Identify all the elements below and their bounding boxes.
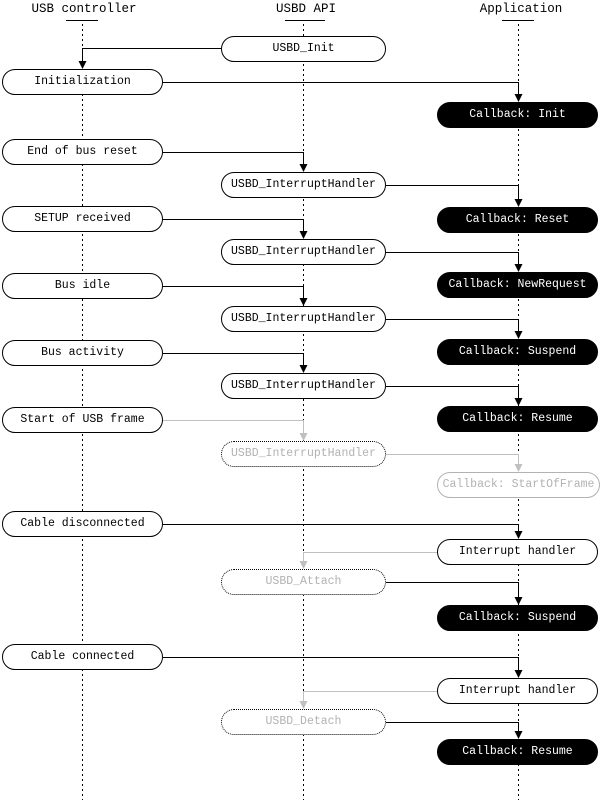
node-setup-received: SETUP received	[2, 206, 163, 232]
column-underline	[66, 20, 98, 21]
node-cable-disconnected: Cable disconnected	[2, 511, 163, 537]
node-callback-resume-1: Callback: Resume	[437, 406, 598, 432]
connector-bus-idle-to-ih3	[163, 286, 304, 299]
node-callback-suspend-2: Callback: Suspend	[437, 605, 598, 631]
node-cable-connected: Cable connected	[2, 644, 163, 670]
node-bus-activity: Bus activity	[2, 340, 163, 366]
connector-bus-activity-to-ih4	[163, 353, 304, 366]
connector-ih2-to-callback-newrequest	[386, 252, 519, 265]
connector-ih1-to-callback-reset	[386, 185, 519, 200]
arrowhead-down-gray-icon	[299, 561, 308, 569]
node-usbd-init: USBD_Init	[221, 36, 386, 62]
arrowhead-down-gray-icon	[299, 433, 308, 441]
column-header-usb-controller: USB controller	[31, 2, 137, 16]
connector-usbd-attach-to-callback-suspend2	[386, 582, 519, 598]
connector-start-of-usb-frame-to-ih5	[163, 420, 304, 434]
connector-usbd-detach-to-callback-resume2	[386, 722, 519, 732]
arrowhead-down-icon	[299, 231, 308, 239]
arrowhead-down-icon	[514, 331, 523, 339]
arrowhead-down-gray-icon	[514, 464, 523, 472]
arrowhead-down-icon	[514, 398, 523, 406]
node-callback-reset: Callback: Reset	[437, 207, 598, 233]
connector-cable-connected-to-interrupt-handler2	[163, 657, 519, 671]
node-callback-newrequest: Callback: NewRequest	[437, 272, 598, 298]
arrowhead-down-icon	[299, 365, 308, 373]
node-bus-idle: Bus idle	[2, 273, 163, 299]
arrowhead-down-icon	[299, 164, 308, 172]
node-callback-resume-2: Callback: Resume	[437, 739, 598, 765]
arrowhead-down-icon	[78, 61, 87, 69]
connector-cable-disconnected-to-interrupt-handler	[163, 524, 519, 532]
node-usbd-attach: USBD_Attach	[221, 569, 386, 595]
arrowhead-down-icon	[514, 731, 523, 739]
arrowhead-down-icon	[514, 264, 523, 272]
arrowhead-down-icon	[514, 94, 523, 102]
column-underline	[285, 20, 325, 21]
connector-ih4-to-callback-resume	[386, 386, 519, 399]
arrowhead-down-icon	[514, 531, 523, 539]
arrowhead-down-icon	[299, 298, 308, 306]
node-interrupt-handler-2: Interrupt handler	[437, 678, 598, 704]
column-header-application: Application	[479, 2, 563, 16]
arrowhead-down-icon	[514, 670, 523, 678]
node-callback-init: Callback: Init	[437, 102, 598, 128]
arrowhead-down-icon	[514, 199, 523, 207]
node-usbd-interrupt-handler-2: USBD_InterruptHandler	[221, 239, 386, 265]
connector-ih5-to-callback-startofframe	[386, 454, 519, 465]
node-usbd-detach: USBD_Detach	[221, 709, 386, 735]
node-start-of-usb-frame: Start of USB frame	[2, 407, 163, 433]
node-usbd-interrupt-handler-ghost: USBD_InterruptHandler	[221, 441, 386, 467]
connector-initialization-to-callback-init	[163, 82, 519, 95]
column-underline	[502, 20, 534, 21]
connector-setup-received-to-ih2	[163, 219, 304, 232]
node-initialization: Initialization	[2, 69, 163, 95]
node-usbd-interrupt-handler-3: USBD_InterruptHandler	[221, 306, 386, 332]
node-callback-startofframe: Callback: StartOfFrame	[437, 472, 600, 498]
connector-ih3-to-callback-suspend	[386, 319, 519, 332]
arrowhead-down-gray-icon	[299, 701, 308, 709]
node-usbd-interrupt-handler-1: USBD_InterruptHandler	[221, 172, 386, 198]
node-interrupt-handler-1: Interrupt handler	[437, 539, 598, 565]
node-callback-suspend-1: Callback: Suspend	[437, 339, 598, 365]
connector-interrupt-handler2-to-usbd-detach	[303, 691, 437, 702]
node-usbd-interrupt-handler-4: USBD_InterruptHandler	[221, 373, 386, 399]
connector-interrupt-handler-to-usbd-attach	[303, 552, 437, 562]
node-end-of-bus-reset: End of bus reset	[2, 139, 163, 165]
connector-end-of-bus-reset-to-ih1	[163, 152, 304, 165]
arrowhead-down-icon	[514, 597, 523, 605]
column-header-usbd-api: USBD API	[275, 2, 337, 16]
connector-usbd-init-to-initialization	[82, 48, 221, 62]
